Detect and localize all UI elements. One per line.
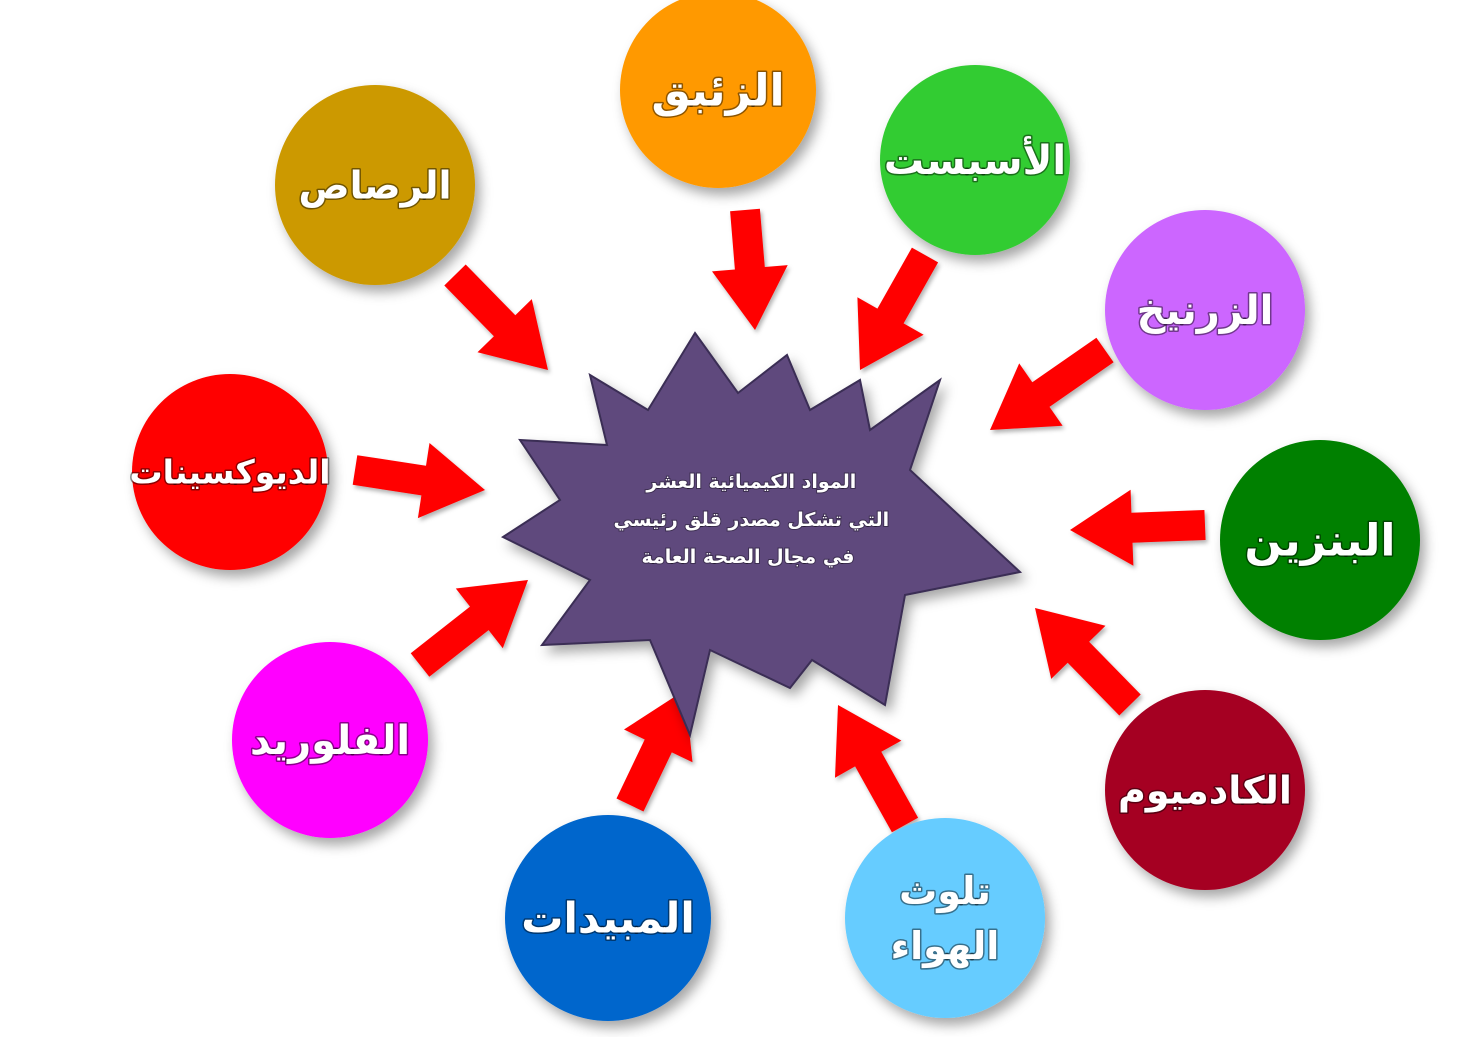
- node-arsenic: الزرنيخ: [1105, 210, 1305, 410]
- arrow-arsenic: [990, 337, 1114, 430]
- node-fluoride: الفلوريد: [232, 642, 428, 838]
- node-circle-pesticides: [505, 815, 711, 1021]
- arrow-mercury: [712, 208, 788, 330]
- nodes-layer: الزئبق الأسبست الزرنيخ البنزين الكادميوم تلوث…: [128, 0, 1420, 1021]
- node-circle-cadmium: [1105, 690, 1305, 890]
- node-asbestos: الأسبست: [880, 65, 1070, 255]
- center-burst: المواد الكيميائية العشر التي تشكل مصدر ق…: [500, 331, 1023, 739]
- node-label-line: الزرنيخ: [1137, 288, 1274, 334]
- node-label-asbestos: الأسبست: [884, 135, 1066, 184]
- node-label-fluoride: الفلوريد: [250, 718, 410, 764]
- node-label-air: تلوث الهواء: [891, 869, 1000, 968]
- node-mercury: الزئبق: [620, 0, 816, 188]
- node-dioxins: الديوكسينات: [128, 374, 332, 570]
- arrow-cadmium: [1035, 608, 1141, 716]
- arrow-dioxins: [352, 443, 485, 519]
- node-label-pesticides: المبيدات: [521, 894, 694, 943]
- node-label-line: الهواء: [891, 924, 1000, 968]
- node-label-line: الرصاص: [298, 163, 451, 207]
- arrow-air: [835, 705, 919, 833]
- node-label-benzene: البنزين: [1244, 515, 1395, 566]
- node-circle-arsenic: [1105, 210, 1305, 410]
- node-label-line: تلوث: [899, 869, 991, 913]
- node-label-mercury: الزئبق: [651, 65, 784, 116]
- arrow-lead: [444, 264, 548, 370]
- node-circle-dioxins: [132, 374, 328, 570]
- arrow-pesticides: [616, 690, 693, 812]
- center-line-3: في مجال الصحة العامة: [642, 546, 855, 568]
- node-label-line: الفلوريد: [250, 718, 410, 764]
- node-label-line: الكادميوم: [1118, 768, 1292, 813]
- arrow-fluoride: [410, 580, 528, 677]
- center-burst-shape: [500, 331, 1023, 739]
- node-label-cadmium: الكادميوم: [1118, 768, 1292, 813]
- node-lead: الرصاص: [275, 85, 475, 285]
- arrow-asbestos: [857, 247, 939, 370]
- node-pesticides: المبيدات: [505, 815, 711, 1021]
- node-label-line: المبيدات: [521, 894, 694, 943]
- node-benzene: البنزين: [1220, 440, 1420, 640]
- arrow-benzene: [1070, 489, 1206, 566]
- node-label-line: الزئبق: [651, 65, 784, 116]
- node-circle-fluoride: [232, 642, 428, 838]
- node-circle-lead: [275, 85, 475, 285]
- arrows-layer: [352, 208, 1206, 833]
- center-line-1: المواد الكيميائية العشر: [645, 471, 856, 493]
- node-circle-asbestos: [880, 65, 1070, 255]
- node-cadmium: الكادميوم: [1105, 690, 1305, 890]
- node-circle-air: [845, 818, 1045, 1018]
- node-label-arsenic: الزرنيخ: [1137, 288, 1274, 334]
- node-air: تلوث الهواء: [845, 818, 1045, 1018]
- node-circle-mercury: [620, 0, 816, 188]
- node-label-dioxins: الديوكسينات: [129, 453, 330, 493]
- center-line-2: التي تشكل مصدر قلق رئيسي: [613, 509, 889, 531]
- node-label-line: البنزين: [1244, 515, 1395, 566]
- node-label-lead: الرصاص: [298, 163, 451, 207]
- node-label-line: الأسبست: [884, 135, 1066, 184]
- node-label-line: الديوكسينات: [129, 453, 330, 493]
- center-title: المواد الكيميائية العشر التي تشكل مصدر ق…: [607, 471, 889, 568]
- node-circle-benzene: [1220, 440, 1420, 640]
